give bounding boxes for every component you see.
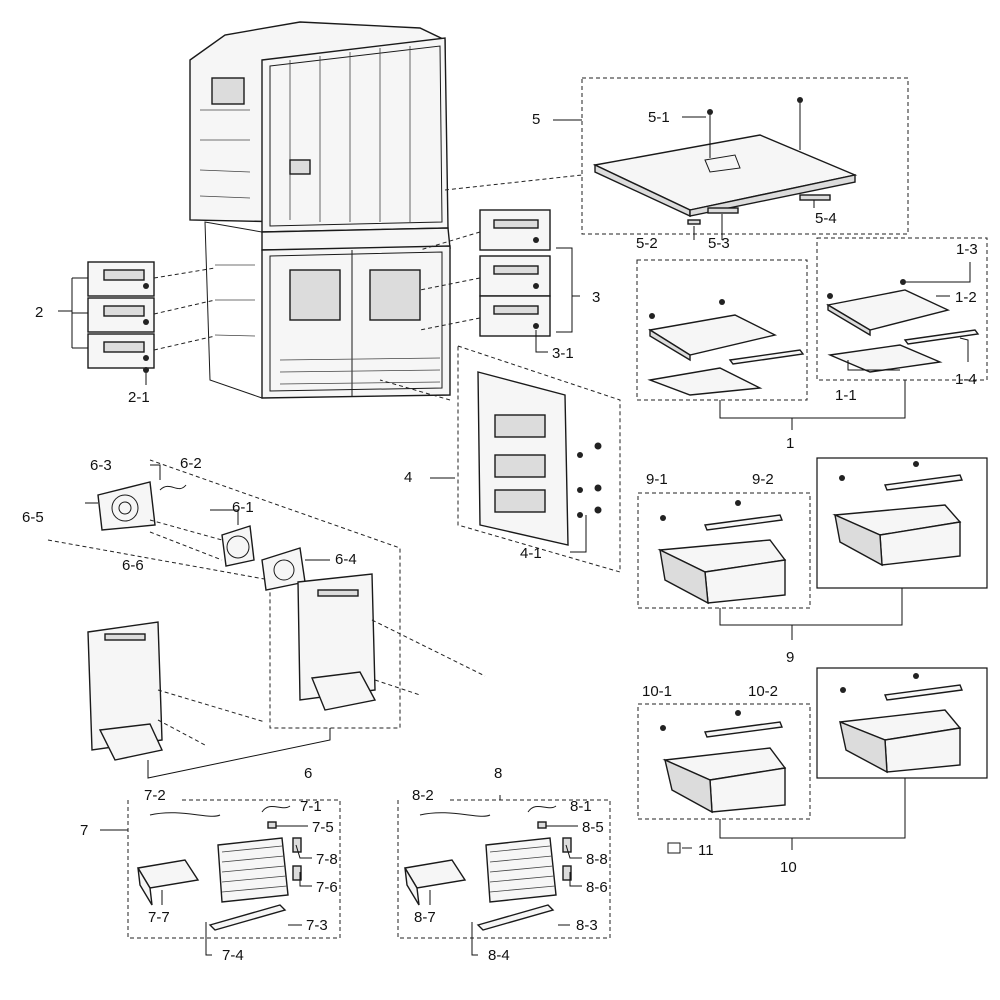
label-6: 6 — [304, 765, 312, 782]
label-5-4: 5-4 — [815, 210, 837, 227]
label-1-4: 1-4 — [955, 371, 977, 388]
label-4: 4 — [404, 469, 412, 486]
label-6-4: 6-4 — [335, 551, 357, 568]
label-4-1: 4-1 — [520, 545, 542, 562]
label-7-7: 7-7 — [148, 909, 170, 926]
label-5-1: 5-1 — [648, 109, 670, 126]
shelf-assembly-1 — [636, 237, 988, 430]
label-7-4: 7-4 — [222, 947, 244, 964]
label-8-5: 8-5 — [582, 819, 604, 836]
label-10: 10 — [780, 859, 797, 876]
refrigerator-cabinet — [189, 21, 451, 399]
label-11: 11 — [698, 842, 714, 859]
label-8-2: 8-2 — [412, 787, 434, 804]
label-9: 9 — [786, 649, 794, 666]
label-2: 2 — [35, 304, 43, 321]
label-10-1: 10-1 — [642, 683, 672, 700]
label-2-1: 2-1 — [128, 389, 150, 406]
label-1: 1 — [786, 435, 794, 452]
label-5: 5 — [532, 111, 540, 128]
label-8-3: 8-3 — [576, 917, 598, 934]
label-7: 7 — [80, 822, 88, 839]
label-8: 8 — [494, 765, 502, 782]
label-1-1: 1-1 — [835, 387, 857, 404]
label-3: 3 — [592, 289, 600, 306]
label-5-3: 5-3 — [708, 235, 730, 252]
label-9-1: 9-1 — [646, 471, 668, 488]
label-3-1: 3-1 — [552, 345, 574, 362]
label-6-2: 6-2 — [180, 455, 202, 472]
label-9-2: 9-2 — [752, 471, 774, 488]
label-7-6: 7-6 — [316, 879, 338, 896]
drawer-assembly-9 — [637, 457, 988, 640]
top-cover-assembly-5 — [444, 77, 909, 240]
label-7-2: 7-2 — [144, 787, 166, 804]
label-7-3: 7-3 — [306, 917, 328, 934]
label-6-1: 6-1 — [232, 499, 254, 516]
label-1-2: 1-2 — [955, 289, 977, 306]
label-8-8: 8-8 — [586, 851, 608, 868]
label-8-1: 8-1 — [570, 798, 592, 815]
label-6-5: 6-5 — [22, 509, 44, 526]
label-7-8: 7-8 — [316, 851, 338, 868]
label-7-1: 7-1 — [300, 798, 322, 815]
label-10-2: 10-2 — [748, 683, 778, 700]
label-6-3: 6-3 — [90, 457, 112, 474]
label-8-4: 8-4 — [488, 947, 510, 964]
label-8-7: 8-7 — [414, 909, 436, 926]
drawer-assembly-10 — [637, 667, 988, 854]
door-assembly-4 — [379, 345, 621, 573]
cooling-module-8 — [397, 795, 611, 956]
part-labels: 5 5-1 5-2 5-3 5-4 1-3 1-2 1-4 1-1 1 3 3-… — [22, 109, 978, 964]
rail-assembly-3 — [419, 209, 580, 353]
fan-assembly-6 — [47, 459, 486, 779]
label-6-6: 6-6 — [122, 557, 144, 574]
label-8-6: 8-6 — [586, 879, 608, 896]
cooling-module-7 — [100, 799, 341, 956]
label-5-2: 5-2 — [636, 235, 658, 252]
heater-assembly-2 — [58, 261, 216, 385]
label-7-5: 7-5 — [312, 819, 334, 836]
label-1-3: 1-3 — [956, 241, 978, 258]
